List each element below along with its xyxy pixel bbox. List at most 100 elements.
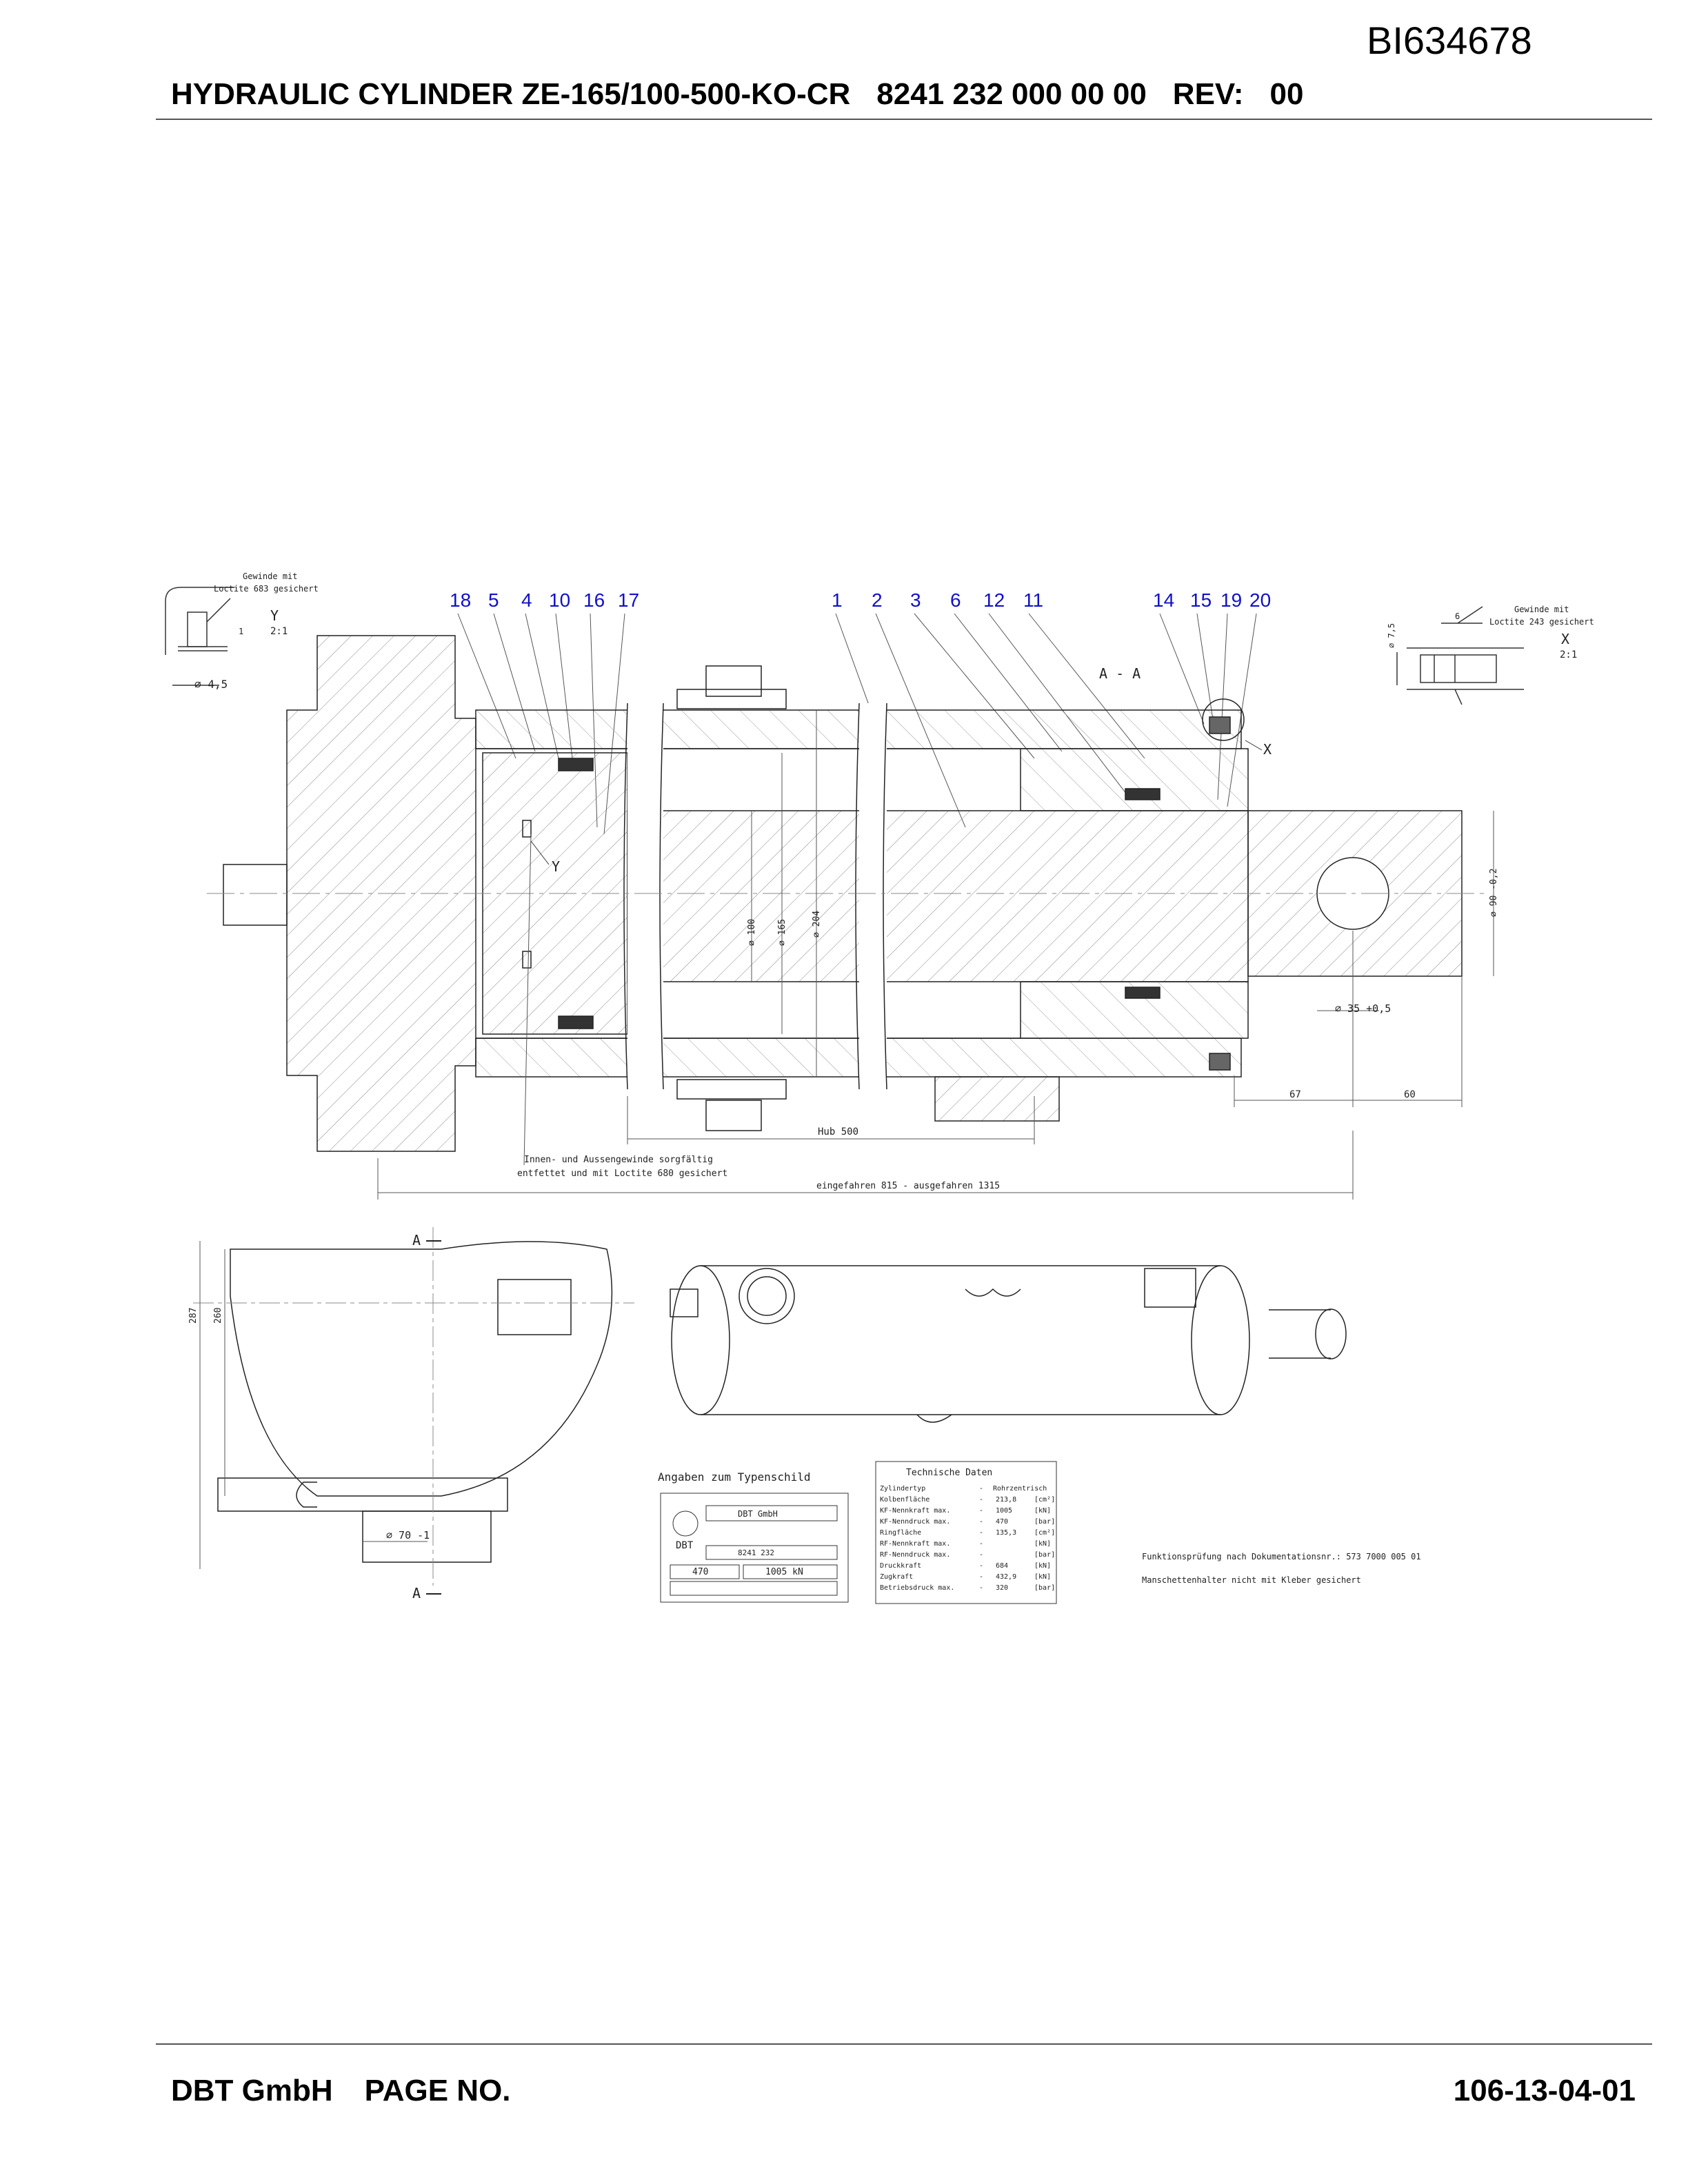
- tech-row-6-unit: [bar]: [1034, 1551, 1055, 1559]
- part-number: 8241 232 000 00 00: [876, 77, 1147, 111]
- tech-row-4-unit: [cm²]: [1034, 1529, 1055, 1537]
- dim-d35: ⌀ 35 +0,5: [1335, 1002, 1391, 1015]
- tech-row-2-unit: [kN]: [1034, 1507, 1051, 1515]
- dim-60: 60: [1404, 1089, 1416, 1100]
- callouts-mid: 1 2 3 6 12 11: [832, 589, 1043, 611]
- rev-label: REV:: [1172, 77, 1244, 111]
- note-seal-holder: Manschettenhalter nicht mit Kleber gesic…: [1142, 1575, 1361, 1585]
- nameplate-heading: Angaben zum Typenschild: [658, 1470, 811, 1484]
- tech-row-6-sep: -: [979, 1551, 983, 1559]
- tech-row-0-value: Rohrzentrisch: [993, 1485, 1047, 1493]
- tech-row-9-unit: [bar]: [1034, 1584, 1055, 1592]
- nameplate-logo: DBT: [676, 1540, 694, 1551]
- title-text: HYDRAULIC CYLINDER ZE-165/100-500-KO-CR: [171, 77, 851, 111]
- tech-row-2-sep: -: [979, 1507, 983, 1515]
- dim-d165: ⌀ 165: [777, 919, 787, 946]
- tech-row-3-label: KF-Nenndruck max.: [880, 1518, 950, 1526]
- tech-row-1-sep: -: [979, 1496, 983, 1504]
- footer-left: DBT GmbH PAGE NO.: [171, 2074, 543, 2108]
- callout-1: 1: [832, 589, 843, 611]
- tech-row-7-value: 684: [996, 1562, 1008, 1570]
- tech-row-4-value: 135,3: [996, 1529, 1016, 1537]
- nameplate: [660, 1493, 849, 1603]
- tech-data-box: [875, 1461, 1057, 1604]
- tech-row-2-value: 1005: [996, 1507, 1012, 1515]
- dim-d100: ⌀ 100: [747, 919, 757, 946]
- detail-y-label: Y: [270, 607, 279, 624]
- tech-data-heading: Technische Daten: [906, 1468, 992, 1478]
- callout-17: 17: [618, 589, 639, 611]
- tech-row-5-sep: -: [979, 1540, 983, 1548]
- page-title: HYDRAULIC CYLINDER ZE-165/100-500-KO-CR 8…: [171, 77, 1329, 112]
- callout-4: 4: [521, 589, 532, 611]
- detail-y-note-2: Loctite 683 gesichert: [214, 584, 319, 594]
- tech-row-8-label: Zugkraft: [880, 1573, 913, 1581]
- callout-14: 14: [1153, 589, 1174, 611]
- tech-row-5-label: RF-Nennkraft max.: [880, 1540, 950, 1548]
- footer-company: DBT GmbH: [171, 2074, 333, 2107]
- marker-x: X: [1263, 741, 1272, 758]
- tech-row-1-label: Kolbenfläche: [880, 1496, 930, 1504]
- callout-10: 10: [549, 589, 570, 611]
- tech-row-9-value: 320: [996, 1584, 1008, 1592]
- dim-d70: ⌀ 70 -1: [386, 1529, 430, 1541]
- dim-stroke: Hub 500: [818, 1126, 858, 1138]
- nameplate-maker: DBT GmbH: [738, 1509, 778, 1519]
- dimension-lines: [377, 710, 1494, 1200]
- callout-5: 5: [488, 589, 499, 611]
- dim-260: 260: [213, 1308, 223, 1324]
- dim-d204: ⌀ 204: [812, 911, 822, 938]
- detail-y: [165, 587, 234, 686]
- side-view: [193, 1227, 634, 1586]
- tech-row-0-label: Zylindertyp: [880, 1485, 925, 1493]
- section-label-aa: A - A: [1099, 665, 1141, 682]
- callouts-right: 14 15 19 20: [1153, 589, 1271, 611]
- detail-x-side-dim: ⌀ 7,5: [1387, 623, 1396, 648]
- tech-row-7-label: Druckkraft: [880, 1562, 921, 1570]
- nameplate-number: 8241 232: [738, 1548, 774, 1557]
- tech-row-6-label: RF-Nenndruck max.: [880, 1551, 950, 1559]
- footer-rule: [156, 2043, 1652, 2045]
- header-rule: [156, 119, 1652, 120]
- tech-row-8-sep: -: [979, 1573, 983, 1581]
- dim-d90: ⌀ 90 -0,2: [1489, 869, 1499, 917]
- callout-12: 12: [983, 589, 1005, 611]
- tech-row-3-unit: [bar]: [1034, 1518, 1055, 1526]
- tech-row-0-sep: -: [979, 1485, 983, 1493]
- tech-row-8-value: 432,9: [996, 1573, 1016, 1581]
- footer-page-number: 106-13-04-01: [1453, 2074, 1636, 2107]
- callout-6: 6: [950, 589, 961, 611]
- footer-page-label: PAGE NO.: [364, 2074, 511, 2107]
- nameplate-value-2: 1005 kN: [765, 1567, 803, 1577]
- marker-y: Y: [552, 858, 560, 875]
- callout-20: 20: [1249, 589, 1271, 611]
- tech-row-4-label: Ringfläche: [880, 1529, 921, 1537]
- section-a-bottom: A: [412, 1585, 421, 1601]
- callout-15: 15: [1190, 589, 1212, 611]
- rev-value: 00: [1269, 77, 1304, 111]
- tech-data-rows: Zylindertyp - Rohrzentrisch Kolbenfläche…: [880, 1485, 1055, 1592]
- detail-x-note-1: Gewinde mit: [1514, 605, 1569, 614]
- tech-row-2-label: KF-Nennkraft max.: [880, 1507, 950, 1515]
- tech-row-1-unit: [cm²]: [1034, 1496, 1055, 1504]
- tech-row-1-value: 213,8: [996, 1496, 1016, 1504]
- callout-11: 11: [1023, 589, 1043, 611]
- tech-row-3-sep: -: [979, 1518, 983, 1526]
- tech-row-7-unit: [kN]: [1034, 1562, 1051, 1570]
- callout-16: 16: [583, 589, 605, 611]
- note-function-test: Funktionsprüfung nach Dokumentationsnr.:…: [1142, 1552, 1421, 1561]
- thread-note-1: Innen- und Aussengewinde sorgfältig: [524, 1155, 713, 1165]
- detail-x: [1396, 606, 1524, 705]
- callout-2: 2: [872, 589, 883, 611]
- thread-note-2: entfettet und mit Loctite 680 gesichert: [517, 1169, 727, 1179]
- tech-row-4-sep: -: [979, 1529, 983, 1537]
- dim-67: 67: [1289, 1089, 1301, 1100]
- detail-y-scale: 2:1: [270, 626, 288, 637]
- dim-length: eingefahren 815 - ausgefahren 1315: [816, 1181, 1000, 1191]
- cylinder-section: [207, 635, 1489, 1152]
- detail-x-scale: 2:1: [1560, 649, 1577, 660]
- tech-row-9-sep: -: [979, 1584, 983, 1592]
- callouts-left: 18 5 4 10 16 17: [450, 589, 639, 611]
- tech-row-8-unit: [kN]: [1034, 1573, 1051, 1581]
